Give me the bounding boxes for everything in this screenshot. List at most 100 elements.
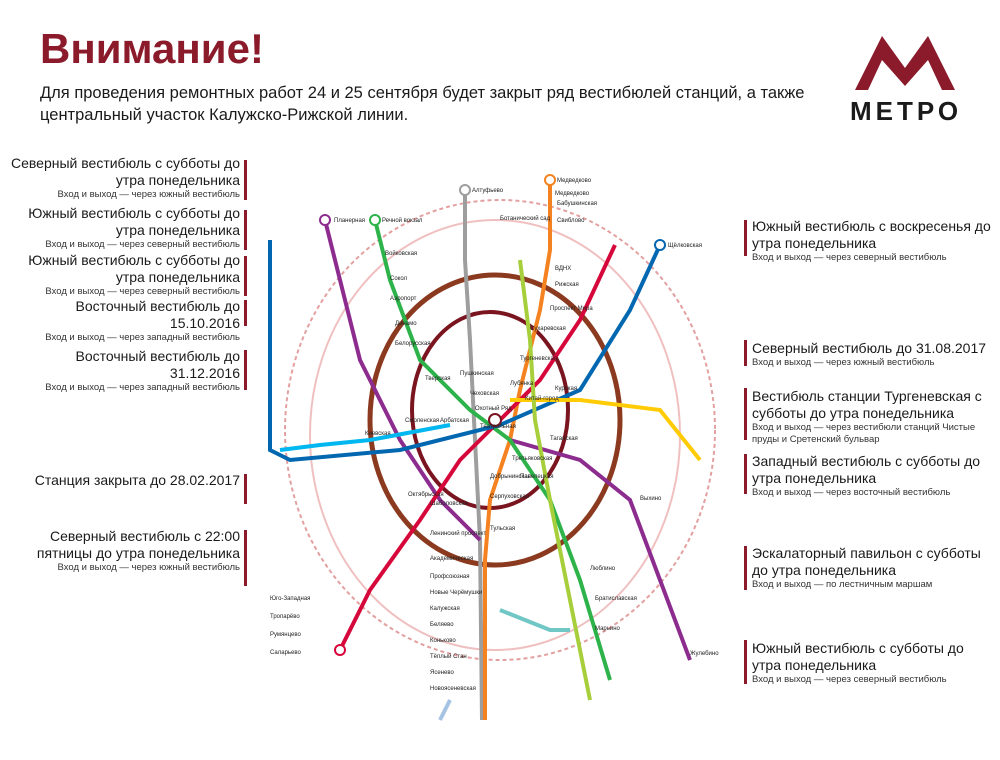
station-label-13: Тургеневская [520, 356, 557, 362]
lublinskaya-line [518, 259, 592, 701]
metro-logo-text: МЕТРО [850, 96, 963, 126]
right-note-2-bar [744, 340, 747, 366]
right-note-6-bar [744, 640, 747, 684]
station-label-41: Смоленская [405, 418, 439, 424]
station-label-28: Тверская [425, 376, 451, 382]
station-label-24: Коньково [430, 638, 456, 644]
right-note-3: Вестибюль станции Тургеневская с субботы… [752, 388, 992, 446]
station-label-26: Ясенево [430, 670, 454, 676]
tagansko-line-west [323, 219, 482, 542]
right-note-1-heading: Южный вестибюль с воскресенья до утра по… [752, 218, 991, 251]
station-label-52: Люблино [590, 566, 616, 572]
left-note-2-sub: Вход и выход — через северный вестибюль [45, 239, 240, 250]
station-label-8: Ботанический сад [500, 215, 551, 222]
left-note-1: Северный вестибюль с субботы до утра пон… [10, 155, 240, 201]
station-label-25: Тёплый Стан [430, 653, 467, 660]
right-note-3-heading: Вестибюль станции Тургеневская с субботы… [752, 388, 982, 421]
station-label-2: Медведково [557, 178, 592, 184]
station-label-49: Жулебино [690, 651, 719, 657]
right-note-4-heading: Западный вестибюль с субботы до утра пон… [752, 453, 981, 486]
zamoskvoretskaya-line [373, 219, 612, 681]
right-note-5: Эскалаторный павильон с субботы до утра … [752, 545, 992, 591]
left-note-3-sub: Вход и выход — через северный вестибюль [45, 286, 240, 297]
kakhovskaya-line [499, 608, 570, 632]
station-label-23: Беляево [430, 622, 454, 628]
left-note-4-sub: Вход и выход — через западный вестибюль [45, 332, 240, 343]
station-marker-rechnoy [369, 214, 381, 226]
station-label-19: Академическая [430, 556, 473, 562]
station-label-57: Медведково [555, 191, 590, 197]
station-label-18: Ленинский проспект [430, 530, 486, 537]
station-marker-planernaya [319, 214, 331, 226]
station-label-33: Лубянка [510, 381, 534, 387]
left-note-7-heading: Северный вестибюль с 22:00 пятницы до ут… [36, 528, 240, 561]
kalininskaya-line [510, 398, 702, 462]
station-label-27: Новоясеневская [430, 686, 476, 692]
station-label-17: Шаболовская [430, 501, 468, 507]
station-label-56: Саларьево [270, 650, 301, 656]
station-label-53: Юго-Западная [270, 596, 310, 602]
page-subtitle: Для проведения ремонтных работ 24 и 25 с… [40, 84, 805, 124]
right-note-4-sub: Вход и выход — через восточный вестибюль [752, 487, 951, 498]
station-label-29: Пушкинская [460, 371, 494, 377]
left-note-3-heading: Южный вестибюль с субботы до утра понеде… [28, 252, 240, 285]
right-note-4-bar [744, 454, 747, 494]
station-label-7: Свиблово [557, 218, 585, 224]
kaluzhsko-line [483, 180, 552, 720]
station-label-4: Речной вокзал [382, 217, 423, 224]
right-note-2: Северный вестибюль до 31.08.2017 Вход и … [752, 340, 992, 369]
left-note-6-bar [244, 474, 247, 504]
station-marker-altufyevo [459, 184, 471, 196]
metro-logo [855, 36, 955, 90]
filyovskaya-line [279, 423, 451, 452]
station-label-1: Алтуфьево [472, 188, 504, 194]
left-note-1-sub: Вход и выход — через южный вестибюль [57, 189, 240, 200]
station-label-34: Курская [555, 386, 577, 392]
station-label-16: Октябрьская [408, 492, 444, 498]
station-label-11: Проспект Мира [550, 306, 593, 312]
station-label-5: Щёлковская [668, 243, 702, 249]
left-note-4-heading: Восточный вестибюль до 15.10.2016 [75, 298, 240, 331]
station-label-47: Войковская [385, 250, 417, 257]
sokolnicheskaya-line [338, 244, 617, 651]
station-label-40: Киевская [365, 431, 391, 437]
station-label-9: ВДНХ [555, 266, 571, 272]
metro-map: Алтуфьево Медведково Планерная Речной во… [268, 174, 719, 721]
right-note-2-sub: Вход и выход — через южный вестибюль [752, 357, 935, 368]
page-title: Внимание! [40, 25, 264, 72]
left-note-6: Станция закрыта до 28.02.2017 [10, 472, 240, 489]
left-note-2-bar [244, 210, 247, 250]
station-label-43: Белорусская [395, 341, 431, 347]
right-note-5-heading: Эскалаторный павильон с субботы до утра … [752, 545, 981, 578]
left-note-7-bar [244, 530, 247, 586]
station-label-39: Тульская [490, 526, 515, 532]
left-note-7: Северный вестибюль с 22:00 пятницы до ут… [10, 528, 240, 574]
right-note-2-heading: Северный вестибюль до 31.08.2017 [752, 340, 987, 356]
station-label-36: Павелецкая [520, 474, 554, 480]
station-label-35: Таганская [550, 436, 578, 442]
station-label-51: Братиславская [595, 596, 637, 602]
station-marker-salaryevo [334, 644, 346, 656]
left-note-5-bar [244, 350, 247, 390]
station-label-32: Театральная [480, 424, 516, 430]
left-note-1-heading: Северный вестибюль с субботы до утра пон… [11, 155, 240, 188]
left-note-5-sub: Вход и выход — через западный вестибюль [45, 382, 240, 393]
right-note-6: Южный вестибюль с субботы до утра понеде… [752, 640, 992, 686]
station-label-48: Выхино [640, 496, 662, 502]
tagansko-line-east [509, 438, 692, 661]
station-label-38: Серпуховская [490, 494, 529, 500]
mcc-ring [284, 199, 716, 661]
station-marker-center [488, 413, 502, 427]
station-label-55: Румянцево [270, 632, 301, 638]
left-note-3-bar [244, 256, 247, 296]
right-note-1-sub: Вход и выход — через северный вестибюль [752, 252, 947, 263]
left-note-2-heading: Южный вестибюль с субботы до утра понеде… [28, 205, 240, 238]
left-note-5: Восточный вестибюль до 31.12.2016 Вход и… [10, 348, 240, 394]
station-marker-medvedkovo [544, 174, 556, 186]
left-note-6-heading: Станция закрыта до 28.02.2017 [34, 472, 240, 488]
right-note-5-bar [744, 546, 747, 590]
station-label-3: Планерная [334, 218, 365, 224]
station-label-44: Динамо [395, 321, 417, 327]
left-note-3: Южный вестибюль с субботы до утра понеде… [10, 252, 240, 298]
station-label-22: Калужская [430, 606, 460, 612]
